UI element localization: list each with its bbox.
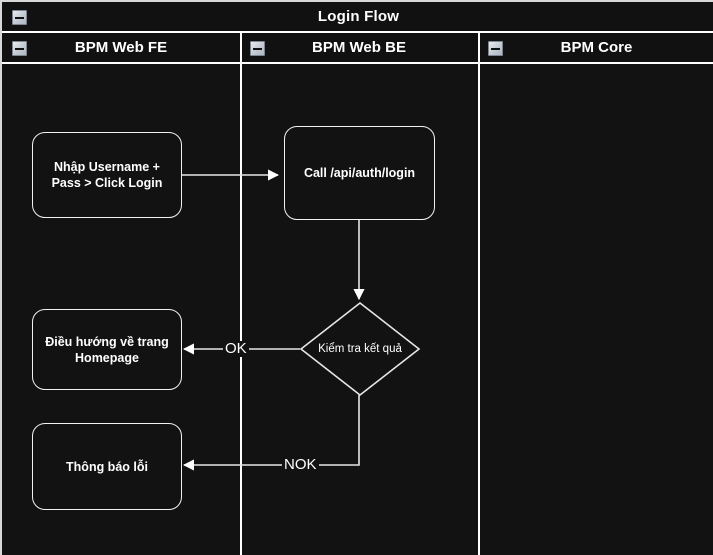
lane-separator-fe-be (240, 33, 242, 555)
pool-title-label: Login Flow (317, 8, 400, 25)
edge-label-ok: OK (223, 340, 249, 357)
lane-header-label-fe: BPM Web FE (74, 39, 168, 56)
pool-title-bar: Login Flow (2, 2, 713, 33)
node-go-homepage[interactable]: Điều hướng về trang Homepage (32, 309, 182, 390)
node-label-input-credentials: Nhập Username + Pass > Click Login (51, 160, 163, 190)
lane-header-label-be: BPM Web BE (312, 39, 406, 56)
lane-header-label-core: BPM Core (560, 39, 633, 56)
lane-header-core[interactable]: BPM Core (478, 33, 713, 64)
decision-diamond-shape (299, 301, 421, 397)
node-label-show-error: Thông báo lỗi (66, 459, 148, 474)
connector-check-to-error (182, 395, 360, 471)
lane-collapse-icon-fe[interactable] (12, 41, 27, 56)
node-call-login-api[interactable]: Call /api/auth/login (284, 126, 435, 220)
pool-collapse-icon[interactable] (12, 10, 27, 25)
node-label-go-homepage: Điều hướng về trang Homepage (45, 334, 169, 365)
node-show-error[interactable]: Thông báo lỗi (32, 423, 182, 510)
lane-header-fe[interactable]: BPM Web FE (2, 33, 240, 64)
lane-collapse-icon-be[interactable] (250, 41, 265, 56)
lane-separator-be-core (478, 33, 480, 555)
lane-collapse-icon-core[interactable] (488, 41, 503, 56)
node-input-credentials[interactable]: Nhập Username + Pass > Click Login (32, 132, 182, 218)
lane-header-be[interactable]: BPM Web BE (240, 33, 478, 64)
edge-label-nok: NOK (282, 456, 319, 473)
node-label-call-login-api: Call /api/auth/login (303, 166, 416, 180)
node-check-result[interactable]: Kiểm tra kết quả (299, 301, 421, 397)
